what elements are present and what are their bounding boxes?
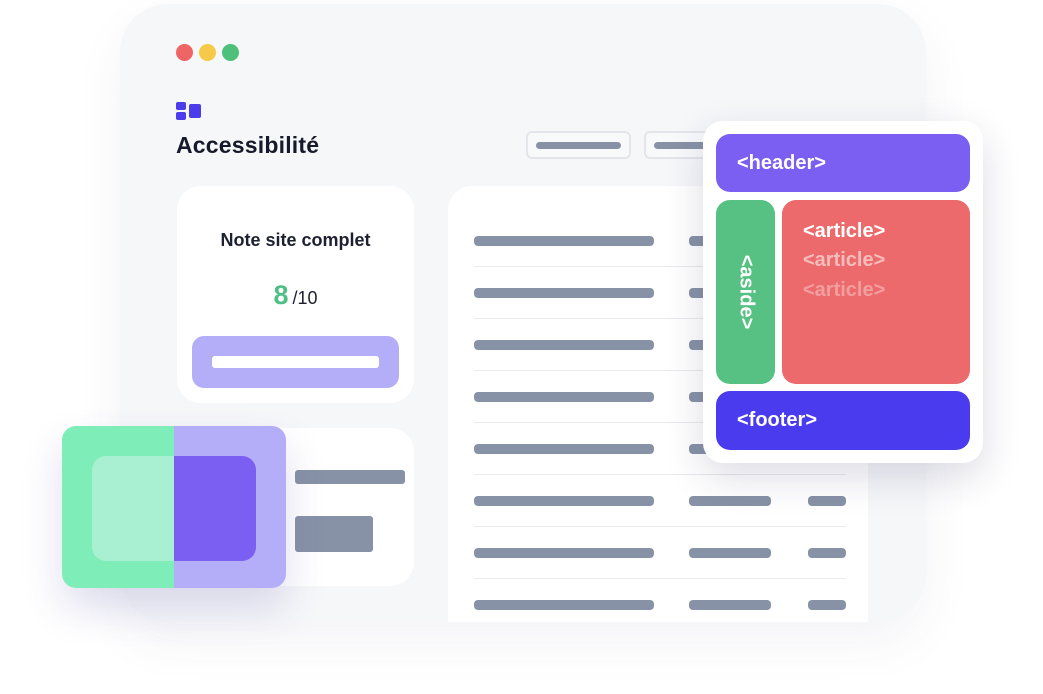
table-row[interactable] <box>474 578 846 622</box>
placeholder-bar <box>295 470 405 484</box>
score-button-placeholder <box>212 356 379 368</box>
aside-block: <aside> <box>716 200 775 384</box>
table-row[interactable] <box>474 526 846 579</box>
article-block: <article> <article> <article> <box>782 200 970 384</box>
score-line: 8/10 <box>177 280 414 311</box>
table-row[interactable] <box>474 474 846 527</box>
header-tag: <header> <box>737 152 826 174</box>
article-tag-2: <article> <box>803 249 886 271</box>
article-tag-1: <article> <box>803 220 886 242</box>
contrast-dark-swatch <box>174 456 256 561</box>
window-maximize-button[interactable] <box>222 44 239 61</box>
window-close-button[interactable] <box>176 44 193 61</box>
article-tag-3: <article> <box>803 279 886 301</box>
placeholder-block <box>295 516 373 552</box>
contrast-toggle-widget[interactable] <box>62 426 286 588</box>
score-card: Note site complet 8/10 <box>177 186 414 403</box>
score-value: 8 <box>273 280 289 310</box>
aside-tag: <aside> <box>735 254 757 330</box>
page-title: Accessibilité <box>176 132 320 158</box>
toolbar-pill-1[interactable] <box>526 131 631 159</box>
grid-logo-icon <box>176 102 202 120</box>
contrast-light-swatch <box>92 456 174 561</box>
score-action-button[interactable] <box>192 336 399 388</box>
header-block: <header> <box>716 134 970 192</box>
score-label: Note site complet <box>220 230 371 250</box>
footer-tag: <footer> <box>737 409 818 431</box>
score-max: /10 <box>292 288 318 308</box>
semantic-structure-card: <header> <aside> <article> <article> <ar… <box>703 121 983 463</box>
footer-block: <footer> <box>716 391 970 450</box>
window-minimize-button[interactable] <box>199 44 216 61</box>
